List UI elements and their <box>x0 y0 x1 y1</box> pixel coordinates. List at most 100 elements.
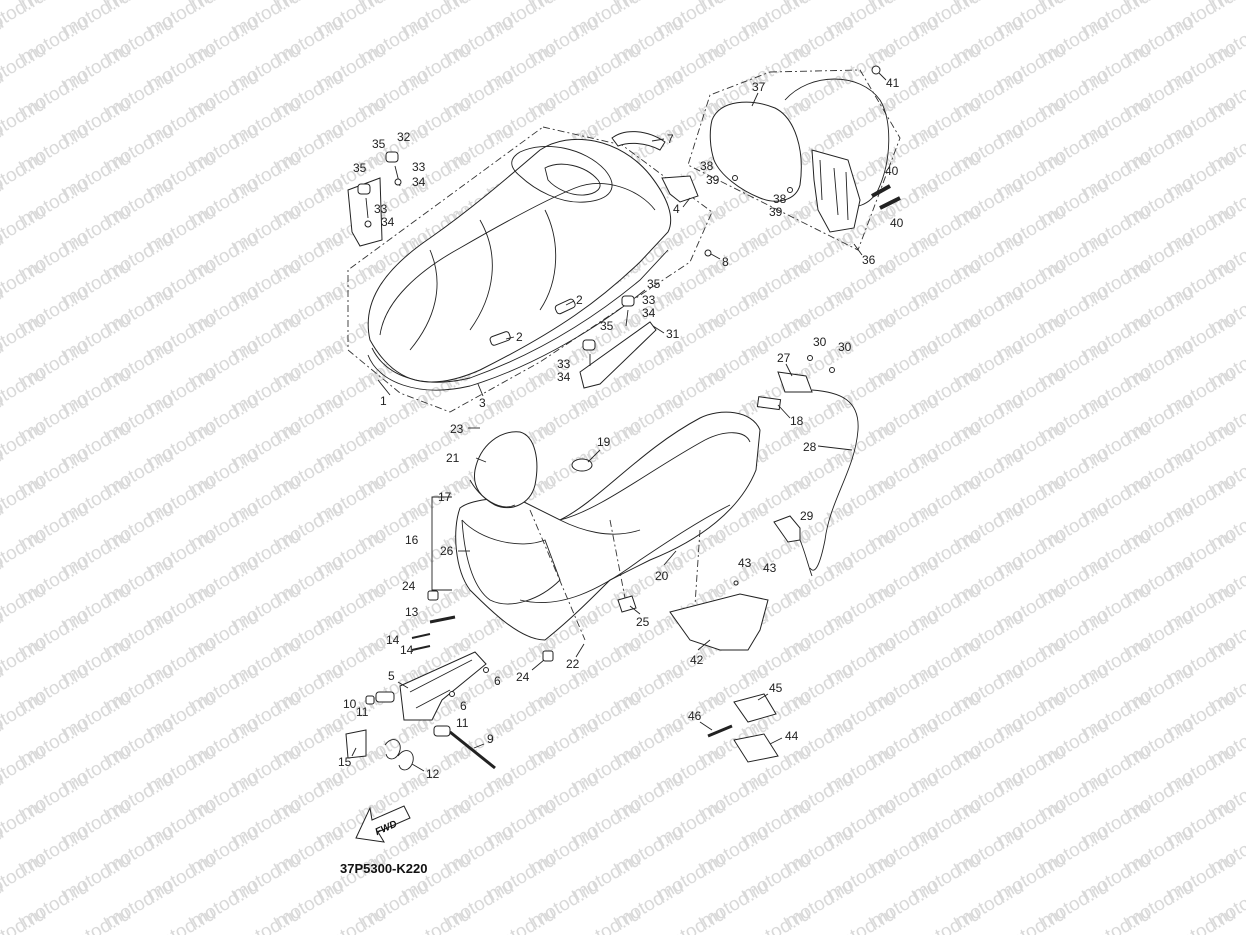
watermark-text: motod.ru <box>0 364 49 420</box>
collar-24-b <box>542 650 554 662</box>
seat-trim-band <box>371 249 669 383</box>
callout-43b: 43 <box>763 561 777 575</box>
watermark-text: motod.ru <box>0 850 49 906</box>
callout-33c: 33 <box>642 293 656 307</box>
callout-14a: 14 <box>386 633 400 647</box>
watermark-text: motod.ru <box>0 418 49 474</box>
callout-41: 41 <box>886 76 900 90</box>
bolt-8-leader <box>710 253 721 260</box>
hinge-bracket-assembly <box>345 651 496 771</box>
callout-33b: 33 <box>374 202 388 216</box>
leader-c44 <box>769 737 783 745</box>
storage-box-26 <box>455 411 761 641</box>
clip-43-a <box>733 580 739 586</box>
seat-cushion-front <box>511 145 613 203</box>
diagram-code: 37P5300-K220 <box>340 861 427 876</box>
callout-12: 12 <box>426 767 440 781</box>
bolt-40-a <box>871 184 891 198</box>
callout-32: 32 <box>397 130 411 144</box>
callout-38a: 38 <box>700 159 714 173</box>
watermark-text: motod.ru <box>0 94 49 150</box>
callout-34a: 34 <box>412 175 426 189</box>
watermark-text: motod.ru <box>229 904 304 935</box>
fwd-arrow-icon <box>355 805 411 843</box>
bolt-13 <box>429 615 456 624</box>
callout-6a: 6 <box>494 674 501 688</box>
left-bracket-nut-b <box>364 220 372 228</box>
leader-43 <box>694 529 701 606</box>
left-bracket-rubber-a <box>385 151 399 163</box>
hinge-bracket-5 <box>399 651 487 721</box>
watermark-text: motod.ru <box>994 904 1069 935</box>
seat-shell <box>367 138 672 383</box>
left-seat-bracket <box>347 151 402 247</box>
callout-30a: 30 <box>813 335 827 349</box>
leader-c27 <box>785 363 793 377</box>
tool-items <box>707 693 779 763</box>
callout-16: 16 <box>405 533 419 547</box>
seat-lock-27 <box>777 371 813 393</box>
callout-3: 3 <box>479 396 486 410</box>
watermark-text: motod.ru <box>0 472 49 528</box>
callout-17: 17 <box>438 490 452 504</box>
callout-14b: 14 <box>400 643 414 657</box>
band-46 <box>707 724 733 738</box>
seat-bracket-7 <box>611 131 666 151</box>
light-18 <box>756 396 782 411</box>
backrest-bracket-detail <box>819 159 849 221</box>
plug-19 <box>571 458 593 472</box>
leader-22 <box>529 509 586 641</box>
callout-labels: 1 2 2 3 4 5 6 6 7 8 9 10 11 11 12 13 14 … <box>338 76 904 781</box>
callout-19: 19 <box>597 435 611 449</box>
callout-38b: 38 <box>773 192 787 206</box>
callout-6b: 6 <box>460 699 467 713</box>
nut-6-b <box>449 691 455 697</box>
backrest-assembly <box>687 65 901 251</box>
bolt-14-a <box>411 633 431 639</box>
left-bracket-nut-a <box>394 178 402 186</box>
right-rubber-35a <box>621 295 635 307</box>
callout-13: 13 <box>405 605 419 619</box>
leader-c3 <box>477 383 484 397</box>
leader-c5 <box>397 681 409 689</box>
callout-35c: 35 <box>647 277 661 291</box>
screw-30-a <box>807 355 813 361</box>
watermark-text: motod.ru <box>0 580 49 636</box>
cable-end-line <box>799 539 813 577</box>
callout-10: 10 <box>343 697 357 711</box>
callout-46: 46 <box>688 709 702 723</box>
callout-35d: 35 <box>600 319 614 333</box>
callout-37: 37 <box>752 80 766 94</box>
watermark-text: motod.ru <box>399 904 474 935</box>
callout-44: 44 <box>785 729 799 743</box>
covers <box>669 529 769 651</box>
watermark-text: motod.ru <box>909 904 984 935</box>
watermark-text: motod.ru <box>0 256 49 312</box>
leader-c21 <box>475 457 487 463</box>
left-bracket-screw-b <box>365 197 369 219</box>
bolt-14-b <box>411 645 431 651</box>
watermark-text: motod.ru <box>0 526 49 582</box>
right-rubber-35b <box>582 339 596 351</box>
strap-45 <box>733 693 777 723</box>
storage-box-assembly <box>411 396 782 662</box>
callout-7: 7 <box>667 132 674 146</box>
callout-33a: 33 <box>412 160 426 174</box>
watermark-text: motod.ru <box>0 40 49 96</box>
leader-c45 <box>757 693 769 701</box>
callout-34d: 34 <box>557 370 571 384</box>
cap-41 <box>871 65 881 75</box>
left-bracket-rubber-b <box>357 183 371 195</box>
leader-c31 <box>652 325 665 334</box>
plate-15 <box>345 729 367 759</box>
hinge-bracket-detail <box>409 659 473 709</box>
watermark-text: motod.ru <box>314 904 389 935</box>
callout-8: 8 <box>722 255 729 269</box>
callout-30b: 30 <box>838 340 852 354</box>
callout-1: 1 <box>380 394 387 408</box>
spring-12 <box>384 739 414 771</box>
callout-35a: 35 <box>372 137 386 151</box>
storage-box-front-wall <box>461 519 561 605</box>
callout-9: 9 <box>487 732 494 746</box>
leader-c1 <box>377 379 391 396</box>
